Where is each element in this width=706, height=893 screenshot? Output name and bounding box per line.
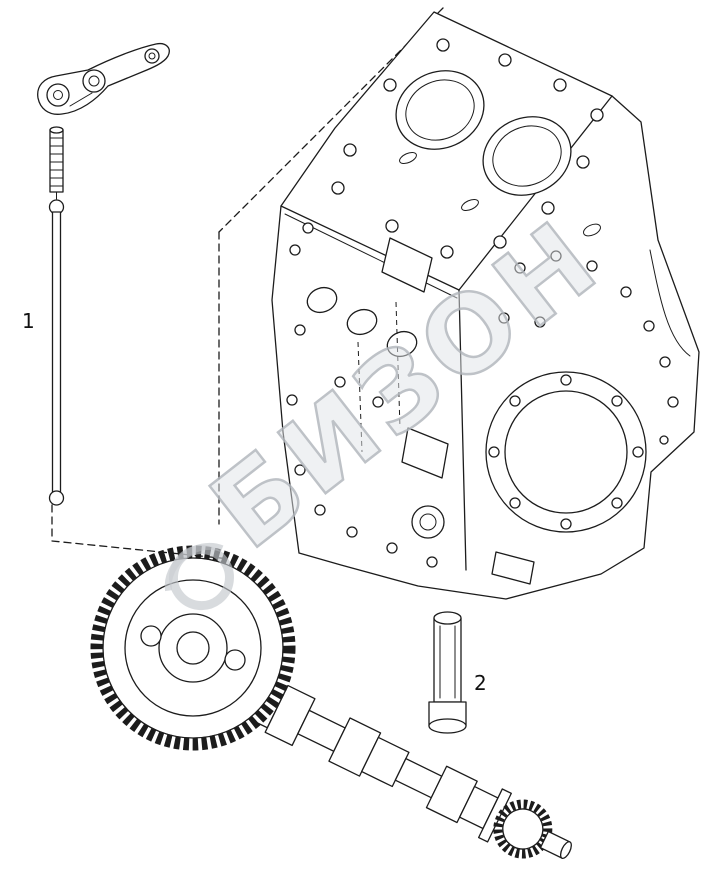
camshaft-gear-drawing [90, 545, 296, 751]
block-right-face-details [491, 223, 679, 585]
part-label-1: 1 [22, 309, 35, 333]
watermark-logo-icon [164, 543, 234, 611]
adjusting-screw-drawing [49, 126, 64, 200]
part-label-2: 2 [474, 671, 487, 695]
flywheel-housing [485, 371, 647, 533]
rocker-arm-drawing [37, 42, 170, 115]
camshaft-drawing [234, 674, 572, 859]
valve-tappet-drawing [428, 611, 467, 734]
push-rod-drawing [48, 199, 65, 506]
block-front-face-details [286, 222, 449, 568]
engine-block-drawing [271, 11, 700, 600]
head-bolt-holes [331, 38, 604, 259]
